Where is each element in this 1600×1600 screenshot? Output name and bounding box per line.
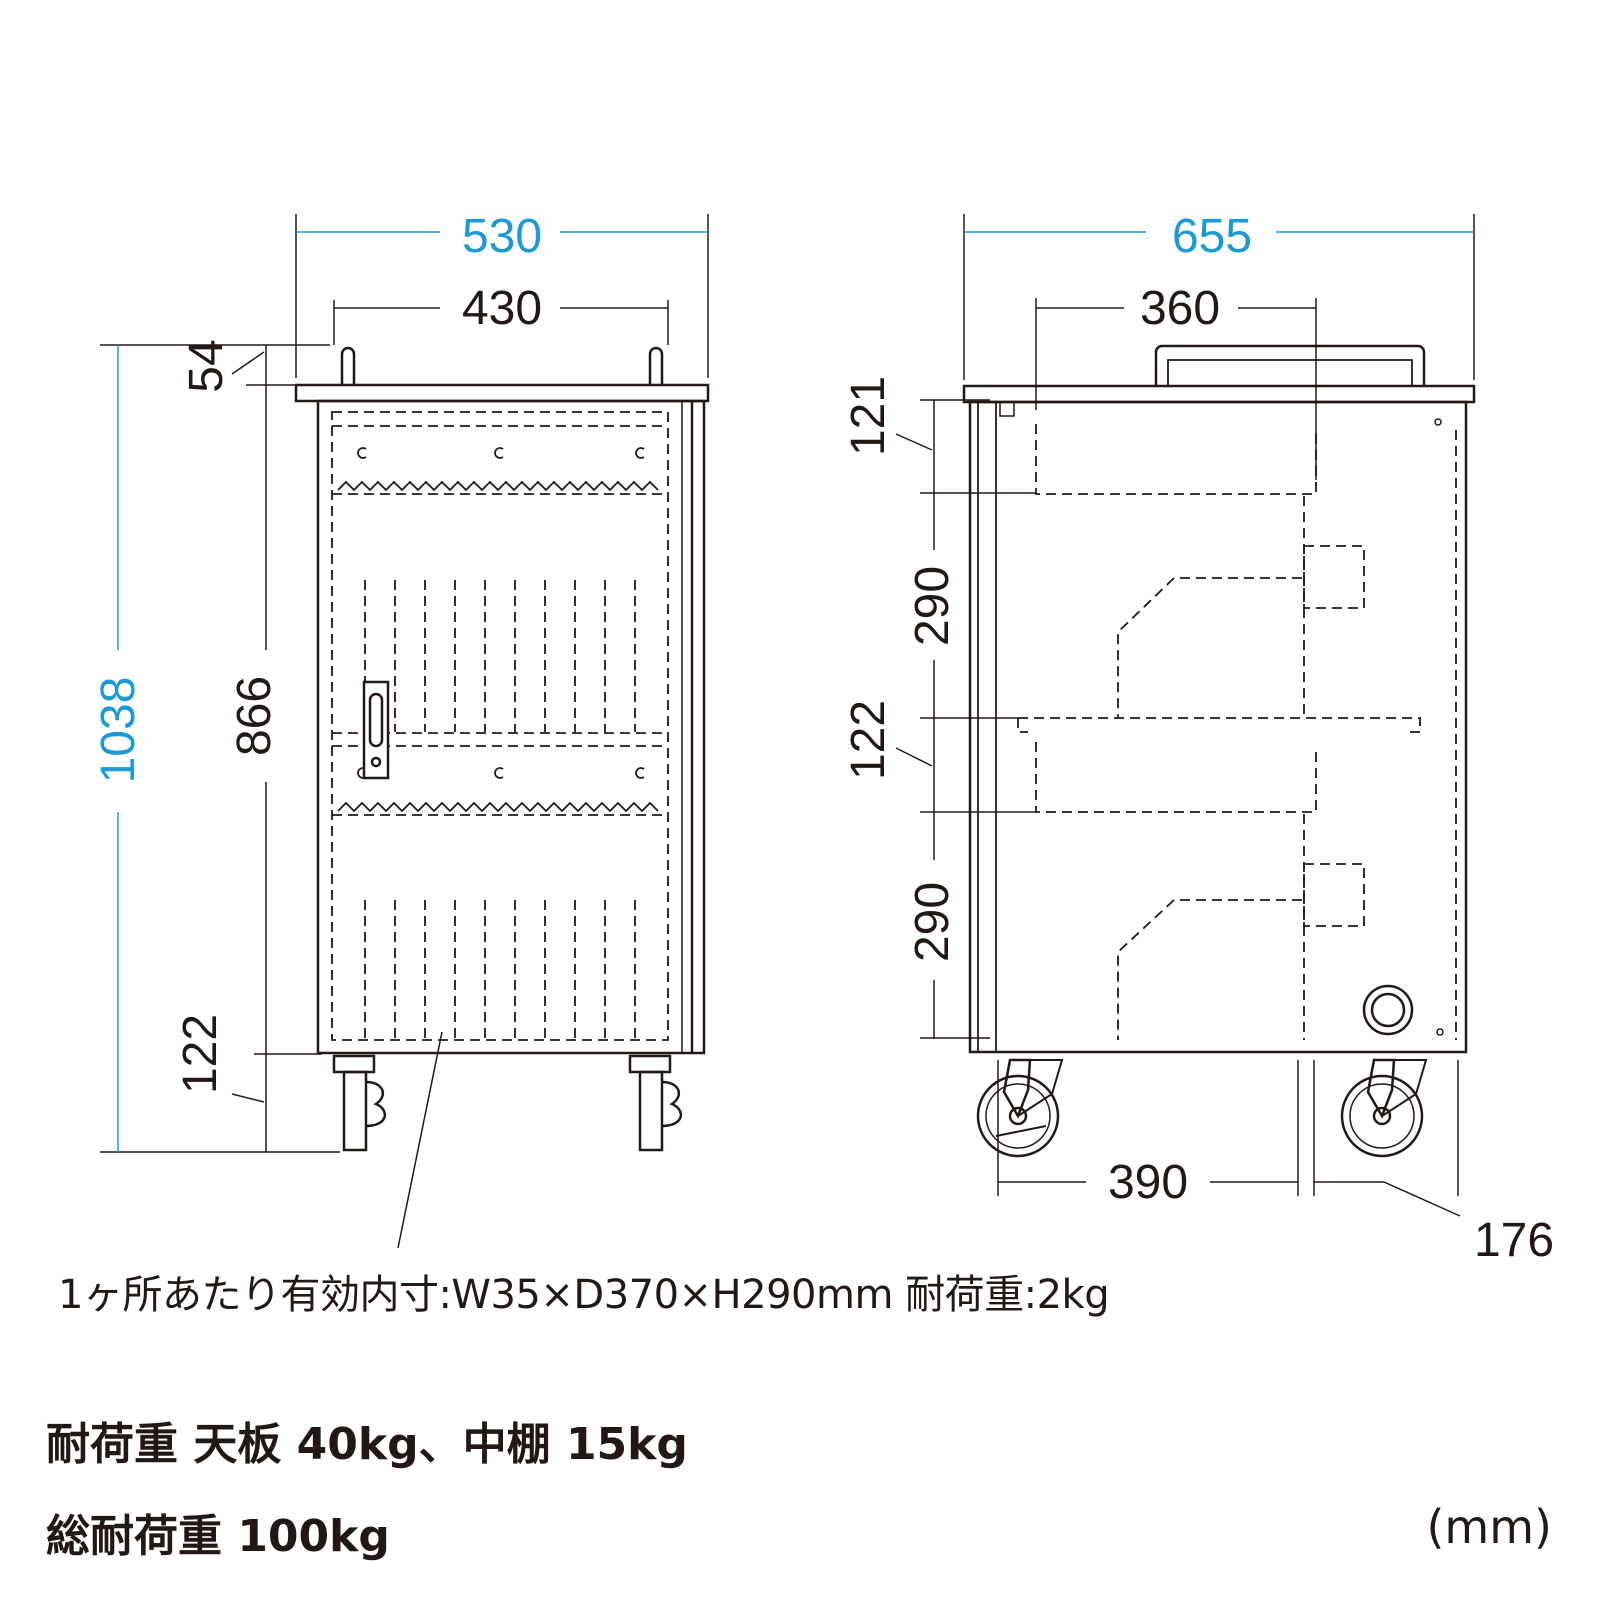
dim-rear-offset: 176 xyxy=(1474,1214,1554,1267)
front-caster-icon xyxy=(332,1054,683,1152)
unit-label: (mm) xyxy=(1426,1500,1552,1554)
dim-height-body: 866 xyxy=(228,676,281,756)
dimension-labels: 530 430 54 1038 866 122 655 360 121 290 … xyxy=(92,210,1554,1267)
dim-shelf-lower: 290 xyxy=(906,882,959,962)
dim-shelf-upper: 290 xyxy=(906,566,959,646)
front-view xyxy=(100,214,710,1249)
dim-handle-width: 360 xyxy=(1140,282,1220,335)
side-dimension-lines xyxy=(895,214,1475,1217)
dim-middle-gap: 122 xyxy=(842,700,895,780)
front-dimension-lines xyxy=(100,214,709,1153)
dim-height-total: 1038 xyxy=(92,677,145,784)
compartment-note: 1ヶ所あたり有効内寸:W35×D370×H290mm 耐荷重:2kg xyxy=(58,1272,1110,1318)
door-latch-icon xyxy=(362,680,390,780)
dim-caster-spacing: 390 xyxy=(1108,1156,1188,1209)
dim-width-outer: 530 xyxy=(462,210,542,263)
dim-top-offset: 54 xyxy=(180,339,233,392)
dim-depth-outer: 655 xyxy=(1172,210,1252,263)
side-caster-icon xyxy=(976,1058,1428,1158)
dim-bottom-clearance: 122 xyxy=(174,1014,227,1094)
dim-width-inner: 430 xyxy=(462,282,542,335)
load-capacity-spec: 耐荷重 天板 40kg、中棚 15kg xyxy=(46,1419,688,1470)
total-load-spec: 総耐荷重 100kg xyxy=(46,1511,390,1562)
side-view xyxy=(895,214,1476,1217)
dim-top-gap: 121 xyxy=(842,376,895,456)
